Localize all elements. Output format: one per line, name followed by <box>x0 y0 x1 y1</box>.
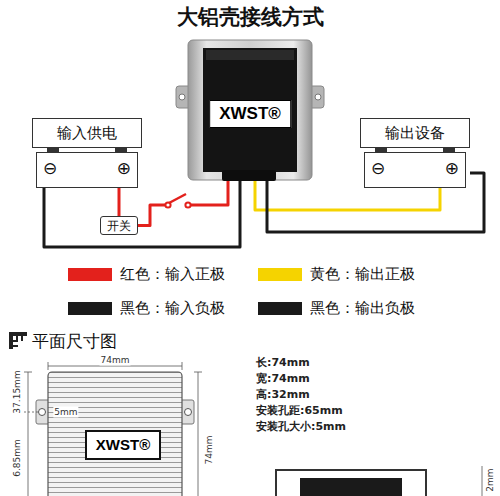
device-name: 输入供电 <box>57 124 117 142</box>
legend-swatch <box>258 302 302 315</box>
legend-text: 黑色：输入负极 <box>120 298 225 318</box>
legend-entry: 红色：输入正极 <box>68 264 225 284</box>
dimension-label: 6.85mm <box>12 438 23 478</box>
spec-text: 安装孔距:65mm <box>256 404 343 418</box>
battery-body: ⊖⊕ <box>36 152 138 188</box>
terminal-symbol: ⊖ <box>43 158 57 178</box>
wire <box>44 180 240 247</box>
battery-body: ⊖⊕ <box>364 152 466 188</box>
dimension-label: 5mm <box>53 407 78 418</box>
device-label-box: 输入供电 <box>32 118 142 148</box>
switch-symbol <box>165 194 190 211</box>
terminal-symbol: ⊕ <box>117 158 131 178</box>
converter-housing <box>176 40 324 181</box>
spec-text: 安装孔大小:5mm <box>256 420 346 434</box>
wire <box>138 180 228 226</box>
switch-label-box: 开关 <box>100 216 138 235</box>
legend-text: 红色：输入正极 <box>120 264 225 284</box>
legend-swatch <box>258 268 302 281</box>
terminal-symbol: ⊕ <box>445 158 459 178</box>
dimension-label: 74mm <box>100 355 131 366</box>
legend-swatch <box>68 302 112 315</box>
switch-label: 开关 <box>107 219 131 233</box>
brand-label: XWST® <box>209 100 291 128</box>
brand-label: XWST® <box>96 436 150 454</box>
terminal-post <box>47 147 59 152</box>
diagram-title: 大铝壳接线方式 <box>0 4 500 30</box>
terminal-post <box>375 147 387 152</box>
top-view-drawing <box>24 362 202 496</box>
terminal-post <box>115 147 127 152</box>
terminal-symbol: ⊖ <box>371 158 385 178</box>
device-name: 输出设备 <box>385 124 445 142</box>
legend-entry: 黄色：输出正极 <box>258 264 415 284</box>
device-box: 输出设备⊖⊕ <box>360 118 470 188</box>
spec-text: 宽:74mm <box>256 372 310 386</box>
legend-entry: 黑色：输入负极 <box>68 298 225 318</box>
legend-text: 黑色：输出负极 <box>310 298 415 318</box>
wire <box>118 188 121 216</box>
section-heading: 平面尺寸图 <box>32 331 117 352</box>
device-box: 输入供电⊖⊕ <box>32 118 142 188</box>
brand-plate: XWST® <box>85 430 161 460</box>
dimension-label: 74mm <box>204 435 215 466</box>
spec-text: 高:32mm <box>256 388 310 402</box>
legend-swatch <box>68 268 112 281</box>
device-label-box: 输出设备 <box>360 118 470 148</box>
converter-module: XWST® <box>185 40 315 180</box>
terminal-post <box>443 147 455 152</box>
legend-text: 黄色：输出正极 <box>310 264 415 284</box>
dimension-label: 37.15mm <box>12 369 23 414</box>
dimension-label: 2mm <box>485 467 496 492</box>
legend-entry: 黑色：输出负极 <box>258 298 415 318</box>
spec-text: 长:74mm <box>256 356 310 370</box>
ruler-icon <box>9 332 27 349</box>
side-view-drawing <box>276 466 482 496</box>
